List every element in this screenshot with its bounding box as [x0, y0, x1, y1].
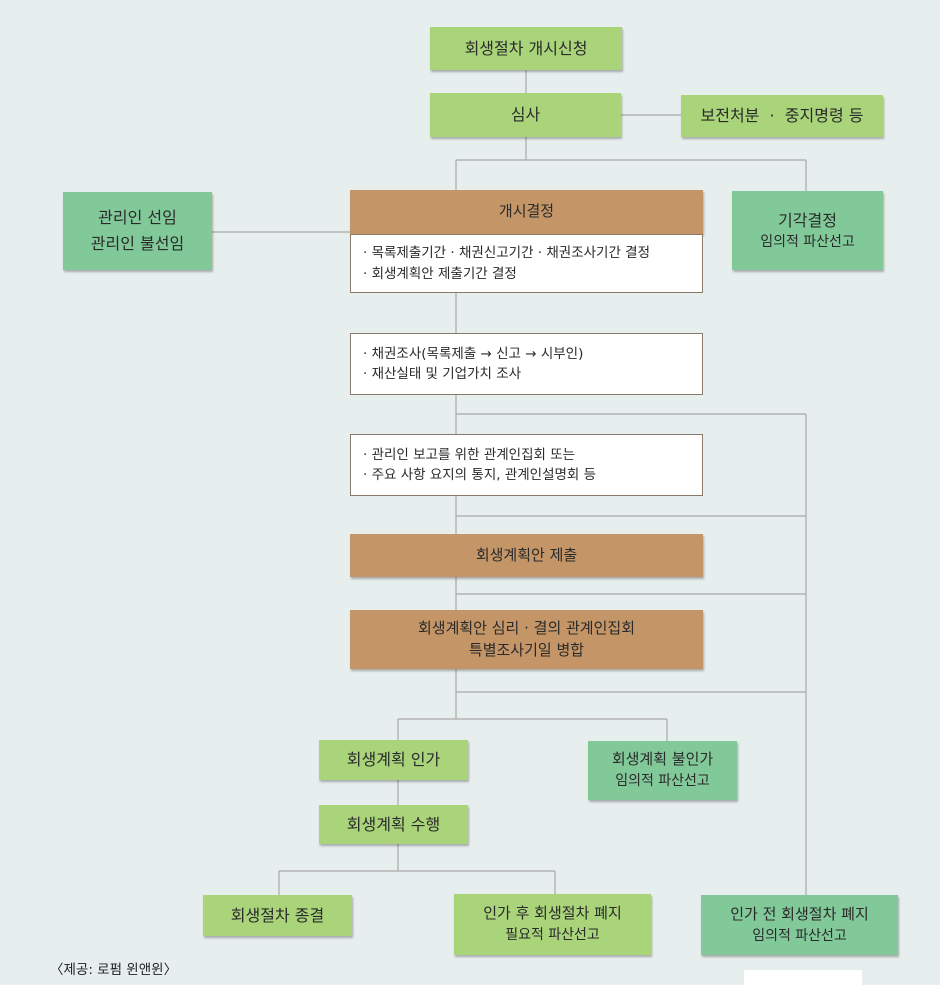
abolition-after-box: 인가 후 회생절차 폐지 필요적 파산선고: [454, 894, 651, 955]
meeting-box: · 관리인 보고를 위한 관계인집회 또는 · 주요 사항 요지의 통지, 관계…: [350, 434, 703, 496]
review-box: 심사: [430, 93, 621, 137]
source-caption: 〈제공: 로펌 윈앤윈〉: [50, 962, 178, 978]
blank-corner-patch: [744, 970, 862, 985]
abolition-after-title: 인가 후 회생절차 폐지: [483, 904, 622, 923]
plan-approval-label: 회생계획 인가: [346, 750, 441, 770]
plan-submission-label: 회생계획안 제출: [475, 545, 578, 564]
commencement-detail-2: · 회생계획안 제출기간 결정: [363, 265, 517, 282]
plan-submission-box: 회생계획안 제출: [350, 534, 703, 577]
investigation-detail-1: · 채권조사(목록제출 → 신고 → 시부인): [363, 345, 584, 362]
trustee-box: 관리인 선임 관리인 불선임: [63, 192, 212, 270]
dismissal-sub: 임의적 파산선고: [760, 233, 855, 250]
investigation-box: · 채권조사(목록제출 → 신고 → 시부인) · 재산실태 및 기업가치 조사: [350, 333, 703, 395]
plan-execution-box: 회생계획 수행: [319, 805, 468, 844]
termination-box: 회생절차 종결: [203, 895, 352, 936]
plan-hearing-label-2: 특별조사기일 병합: [468, 640, 585, 659]
commencement-header: 개시결정: [350, 190, 703, 234]
plan-hearing-box: 회생계획안 심리 · 결의 관계인집회 특별조사기일 병합: [350, 610, 703, 669]
investigation-detail-2: · 재산실태 및 기업가치 조사: [363, 366, 522, 382]
abolition-before-title: 인가 전 회생절차 폐지: [730, 904, 869, 923]
preservation-label: 보전처분 · 중지명령 등: [700, 106, 864, 126]
plan-hearing-label-1: 회생계획안 심리 · 결의 관계인집회: [417, 618, 636, 637]
plan-rejection-title: 회생계획 불인가: [611, 750, 714, 769]
plan-rejection-box: 회생계획 불인가 임의적 파산선고: [588, 741, 737, 800]
trustee-appointment-label: 관리인 선임: [98, 208, 177, 228]
termination-label: 회생절차 종결: [230, 905, 325, 925]
commencement-details: · 목록제출기간 · 채권신고기간 · 채권조사기간 결정 · 회생계획안 제출…: [350, 234, 703, 293]
meeting-detail-1: · 관리인 보고를 위한 관계인집회 또는: [363, 446, 576, 463]
dismissal-title: 기각결정: [778, 210, 837, 230]
abolition-before-box: 인가 전 회생절차 폐지 임의적 파산선고: [701, 895, 898, 955]
abolition-after-sub: 필요적 파산선고: [505, 927, 600, 944]
review-label: 심사: [510, 105, 541, 125]
plan-execution-label: 회생계획 수행: [346, 814, 441, 834]
trustee-non-appointment-label: 관리인 불선임: [90, 234, 185, 253]
application-box: 회생절차 개시신청: [430, 27, 622, 70]
meeting-detail-2: · 주요 사항 요지의 통지, 관계인설명회 등: [363, 467, 597, 483]
preservation-box: 보전처분 · 중지명령 등: [681, 95, 883, 137]
commencement-title: 개시결정: [498, 202, 555, 221]
application-label: 회생절차 개시신청: [464, 38, 588, 58]
commencement-detail-1: · 목록제출기간 · 채권신고기간 · 채권조사기간 결정: [363, 245, 651, 262]
plan-rejection-sub: 임의적 파산선고: [615, 773, 710, 790]
abolition-before-sub: 임의적 파산선고: [752, 927, 847, 944]
dismissal-box: 기각결정 임의적 파산선고: [732, 191, 883, 270]
plan-approval-box: 회생계획 인가: [319, 740, 468, 780]
